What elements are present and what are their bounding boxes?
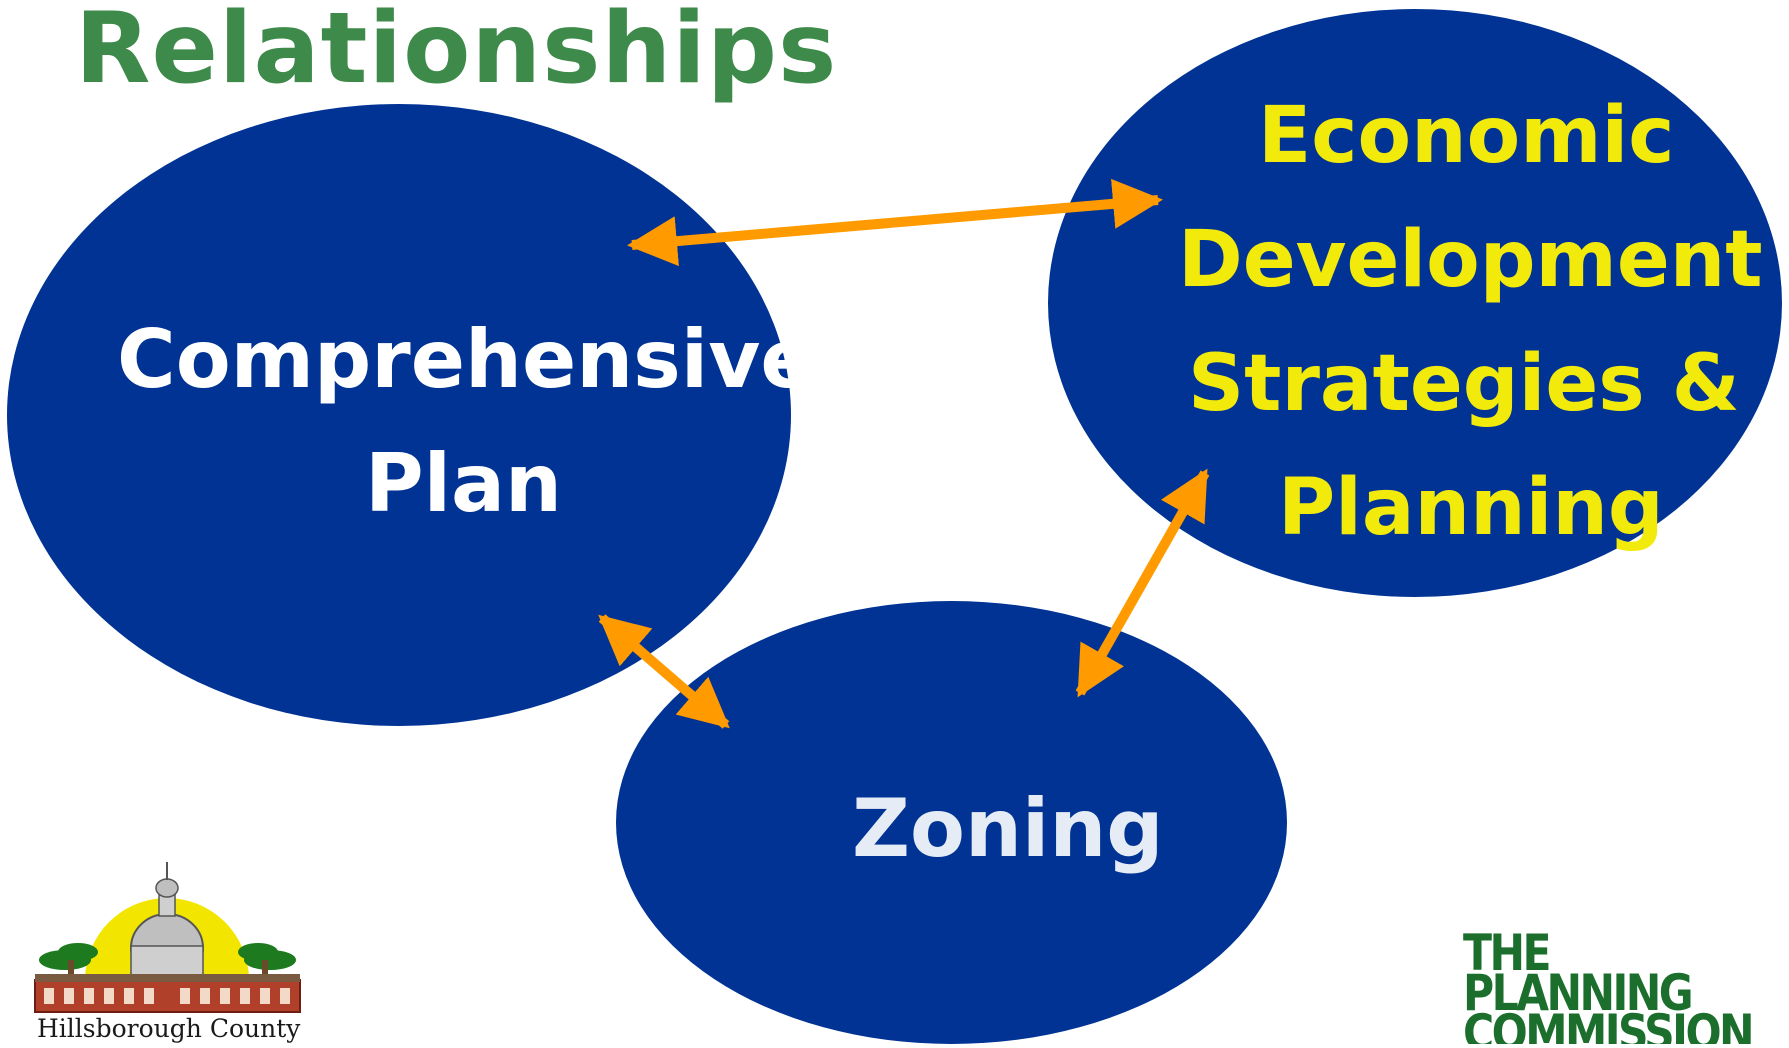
planning-commission-logo: THE PLANNING COMMISSION xyxy=(1463,924,1789,1044)
economic-label-line-3: Strategies & xyxy=(1188,339,1740,429)
zoning-label: Zoning xyxy=(852,782,1164,875)
economic-development-node: Economic Development Strategies & Planni… xyxy=(1048,9,1782,597)
hillsborough-county-logo xyxy=(30,860,305,1044)
economic-label-line-2: Development xyxy=(1178,215,1763,305)
planning-commission-logo-line-2: PLANNING xyxy=(1463,964,1694,1022)
hillsborough-emblem-icon xyxy=(34,862,301,1013)
hillsborough-county-caption: Hillsborough County xyxy=(37,1014,301,1043)
zoning-node: Zoning xyxy=(616,601,1287,1044)
economic-label-line-4: Planning xyxy=(1278,463,1664,553)
page-title: Relationships xyxy=(75,0,838,106)
planning-commission-logo-line-1: THE xyxy=(1463,924,1551,982)
comprehensive-plan-label-line-1: Comprehensive xyxy=(117,313,815,406)
economic-label-line-1: Economic xyxy=(1258,91,1675,181)
planning-commission-logo-line-3: COMMISSION xyxy=(1463,1004,1755,1044)
comprehensive-plan-node: Comprehensive Plan xyxy=(7,104,815,726)
comprehensive-plan-label-line-2: Plan xyxy=(365,437,562,530)
